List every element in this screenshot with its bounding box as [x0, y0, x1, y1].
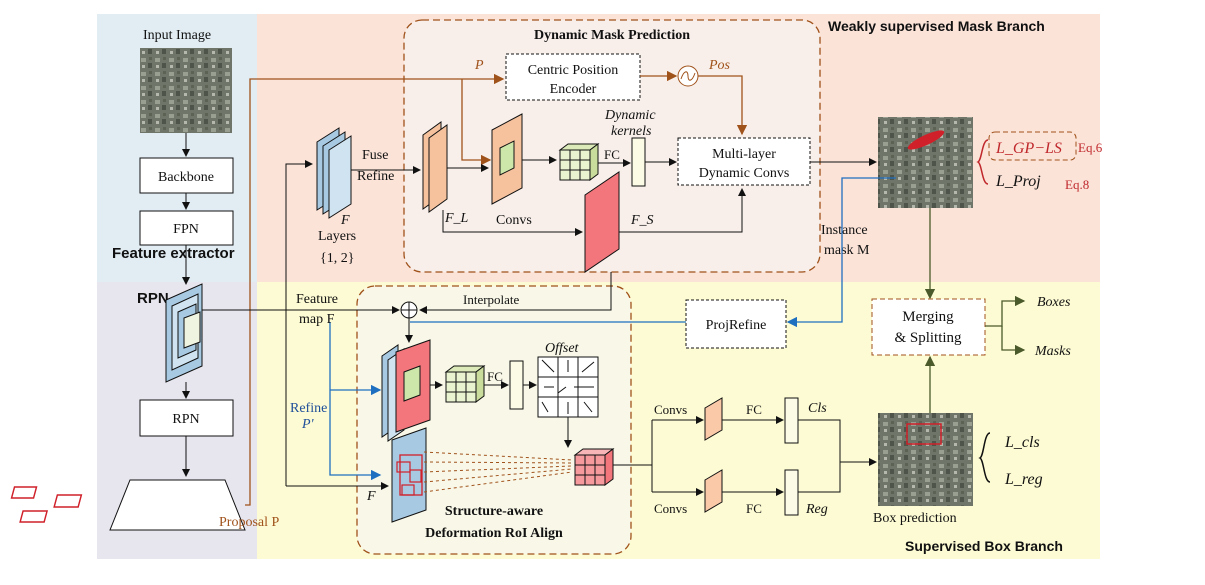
f-bottom-label: F — [366, 489, 376, 504]
merging-l2: & Splitting — [894, 330, 962, 346]
layer-ids-label: {1, 2} — [320, 251, 354, 266]
rpn-box-label: RPN — [172, 412, 199, 427]
f-layer-stack — [316, 127, 352, 219]
offset-fc-bar — [509, 360, 524, 410]
dynamic-kernel-bar — [631, 137, 646, 187]
offset-label: Offset — [545, 341, 580, 356]
masks-output-label: Masks — [1034, 344, 1071, 359]
roi-feature-block — [381, 339, 431, 442]
backbone-label: Backbone — [158, 170, 214, 185]
convs-top-label: Convs — [654, 402, 687, 417]
p-prime-label: P' — [301, 417, 315, 432]
p-label: P — [474, 58, 484, 73]
fpn-label: FPN — [173, 222, 199, 237]
sadra-title-l2: Deformation RoI Align — [425, 526, 563, 541]
rpn-region-label: RPN — [137, 290, 169, 307]
eq6-label: Eq.6 — [1078, 140, 1103, 155]
fuse-label: Fuse — [362, 148, 388, 163]
box-prediction-image — [878, 413, 973, 506]
convs-label: Convs — [496, 213, 532, 228]
cls-fc-bar — [784, 397, 799, 444]
offset-grid — [537, 356, 599, 418]
interpolate-label: Interpolate — [463, 292, 520, 307]
multi-layer-l1: Multi-layer — [712, 147, 776, 162]
f-layers-symbol: F — [340, 213, 350, 228]
centric-encoder-l2: Encoder — [550, 82, 597, 97]
feature-extractor-label: Feature extractor — [112, 245, 235, 262]
fc-mask-label: FC — [604, 147, 620, 162]
fl-label: F_L — [444, 211, 469, 226]
fc-offset-label: FC — [487, 369, 503, 384]
dynamic-mask-title: Dynamic Mask Prediction — [534, 28, 690, 43]
reg-label: Reg — [805, 502, 828, 517]
kernel-cube — [558, 143, 600, 181]
reg-conv-block — [704, 469, 723, 513]
loss-cls: L_cls — [1004, 434, 1040, 451]
centric-position-encoder — [505, 53, 641, 101]
proposal-plane — [109, 479, 246, 531]
proj-refine-arrow — [786, 177, 896, 328]
proposal-label: Proposal P — [219, 515, 280, 530]
boxes-output-label: Boxes — [1037, 295, 1071, 310]
proposal-arrow — [245, 73, 505, 506]
eq8-label: Eq.8 — [1065, 177, 1089, 192]
feature-map-label: Feature — [296, 292, 338, 307]
fs-label: F_S — [630, 213, 654, 228]
box-prediction-label: Box prediction — [873, 511, 957, 526]
loss-gp-ls: L_GP−LS — [995, 140, 1062, 157]
dynamic-kernels-l1: Dynamic — [604, 108, 656, 123]
merging-l1: Merging — [902, 309, 954, 325]
roi-output-cube — [573, 448, 615, 486]
convs-block — [491, 113, 523, 205]
mask-branch-title: Weakly supervised Mask Branch — [828, 18, 1045, 34]
dynamic-kernels-l2: kernels — [611, 124, 652, 139]
rpn-box — [139, 399, 234, 437]
deform-roi-block — [391, 427, 427, 523]
centric-encoder-l1: Centric Position — [528, 63, 619, 78]
layers-label: Layers — [318, 229, 356, 244]
refine-bottom-label: Refine — [290, 401, 327, 416]
instance-mask-image — [878, 117, 973, 208]
fs-feature-block — [584, 171, 620, 273]
fl-feature-block — [422, 121, 448, 213]
input-image — [140, 48, 232, 133]
instance-mask-l1: Instance — [821, 223, 868, 238]
fpn-box — [139, 210, 234, 246]
refine-top-label: Refine — [357, 169, 394, 184]
pos-label: Pos — [708, 58, 731, 73]
cls-label: Cls — [808, 401, 827, 416]
box-branch-title: Supervised Box Branch — [905, 538, 1063, 554]
convs-bottom-label: Convs — [654, 501, 687, 516]
loss-reg: L_reg — [1004, 471, 1043, 488]
offset-cube — [444, 365, 486, 403]
input-image-label: Input Image — [143, 28, 211, 43]
loss-proj: L_Proj — [995, 173, 1041, 190]
fc-reg-label: FC — [746, 501, 762, 516]
instance-mask-l2: mask M — [824, 243, 870, 258]
multi-layer-l2: Dynamic Convs — [699, 166, 790, 181]
feature-map-label2: map F — [299, 312, 335, 327]
fc-cls-label: FC — [746, 402, 762, 417]
multi-layer-dynamic-convs — [677, 137, 811, 186]
gp-ls-loss-box — [988, 131, 1077, 161]
cls-conv-block — [704, 397, 723, 441]
merging-splitting-box — [871, 298, 986, 356]
sadra-title-l1: Structure-aware — [445, 504, 543, 519]
proj-refine-box — [685, 299, 787, 349]
proj-refine-label: ProjRefine — [706, 318, 767, 333]
reg-fc-bar — [784, 469, 799, 516]
feature-pyramid — [165, 283, 203, 383]
